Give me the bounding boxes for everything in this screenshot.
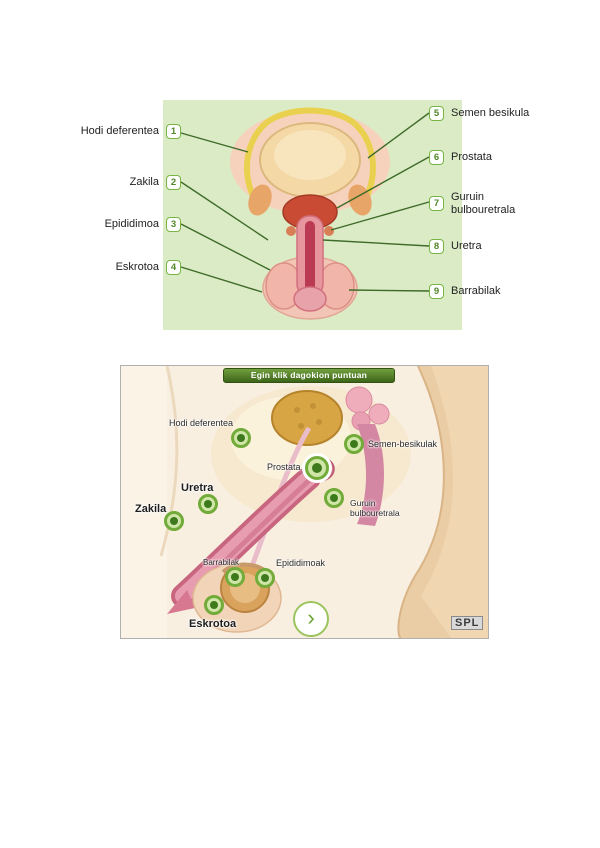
figure1-item-guruin-bulbouretrala: 7 Guruin bulbouretrala bbox=[429, 191, 546, 216]
figure1-number-badge: 1 bbox=[166, 123, 181, 139]
marker-label-barrabilak: Barrabilak bbox=[203, 558, 240, 567]
next-button[interactable]: › bbox=[293, 601, 329, 637]
figure1-label: Guruin bulbouretrala bbox=[451, 191, 516, 216]
interactive-figure: Egin klik dagokion puntuan Hodi deferent… bbox=[120, 365, 489, 639]
marker-uretra[interactable] bbox=[198, 494, 218, 514]
figure1-number-badge: 9 bbox=[429, 283, 444, 299]
figure1-label: Uretra bbox=[451, 239, 482, 252]
marker-label-guruin-bulbouretrala: Guruin bulbouretrala bbox=[350, 498, 400, 518]
side-anatomy-illustration bbox=[121, 366, 488, 638]
marker-hodi-deferentea[interactable] bbox=[231, 428, 251, 448]
figure1-number-badge: 5 bbox=[429, 105, 444, 121]
figure1-label: Barrabilak bbox=[451, 284, 501, 297]
figure1-item-barrabilak: 9 Barrabilak bbox=[429, 282, 501, 300]
figure1-number-badge: 4 bbox=[166, 259, 181, 275]
front-anatomy-illustration bbox=[180, 107, 430, 320]
marker-label-uretra: Uretra bbox=[181, 482, 214, 494]
figure1-number-badge: 8 bbox=[429, 238, 444, 254]
figure1-label: Hodi deferentea bbox=[80, 124, 159, 137]
instruction-banner: Egin klik dagokion puntuan bbox=[223, 368, 395, 383]
marker-label-prostata: Prostata bbox=[267, 462, 301, 472]
front-view-figure bbox=[163, 100, 462, 330]
figure1-number-badge: 3 bbox=[166, 216, 181, 232]
figure1-item-zakila: Zakila 2 bbox=[130, 173, 181, 191]
spl-logo: SPL bbox=[451, 616, 484, 630]
marker-label-eskrotoa: Eskrotoa bbox=[189, 618, 237, 630]
marker-guruin-bulbouretrala[interactable] bbox=[324, 488, 344, 508]
figure1-label: Prostata bbox=[451, 150, 492, 163]
chevron-right-icon: › bbox=[307, 604, 315, 630]
figure1-number-badge: 6 bbox=[429, 149, 444, 165]
marker-eskrotoa[interactable] bbox=[204, 595, 224, 615]
marker-epididimoak[interactable] bbox=[255, 568, 275, 588]
figure1-item-semen-besikula: 5 Semen besikula bbox=[429, 104, 529, 122]
figure1-item-hodi-deferentea: Hodi deferentea 1 bbox=[81, 122, 181, 140]
figure1-item-prostata: 6 Prostata bbox=[429, 148, 492, 166]
marker-zakila[interactable] bbox=[164, 511, 184, 531]
figure1-label: Epididimoa bbox=[104, 217, 159, 230]
marker-semen-besikulak[interactable] bbox=[344, 434, 364, 454]
figure1-label: Eskrotoa bbox=[115, 260, 159, 273]
marker-prostata[interactable] bbox=[305, 456, 329, 480]
marker-label-hodi-deferentea: Hodi deferentea bbox=[169, 418, 234, 428]
marker-label-zakila: Zakila bbox=[135, 503, 167, 515]
figure1-item-uretra: 8 Uretra bbox=[429, 237, 482, 255]
figure1-item-epididimoa: Epididimoa 3 bbox=[105, 215, 181, 233]
figure1-number-badge: 7 bbox=[429, 196, 444, 212]
figure1-label: Semen besikula bbox=[451, 106, 530, 119]
figure1-label: Zakila bbox=[129, 175, 159, 188]
marker-barrabilak[interactable] bbox=[225, 567, 245, 587]
figure1-number-badge: 2 bbox=[166, 174, 181, 190]
figure1-item-eskrotoa: Eskrotoa 4 bbox=[116, 258, 181, 276]
marker-label-epididimoak: Epididimoak bbox=[276, 558, 326, 568]
marker-label-semen-besikulak: Semen-besikulak bbox=[368, 439, 438, 449]
